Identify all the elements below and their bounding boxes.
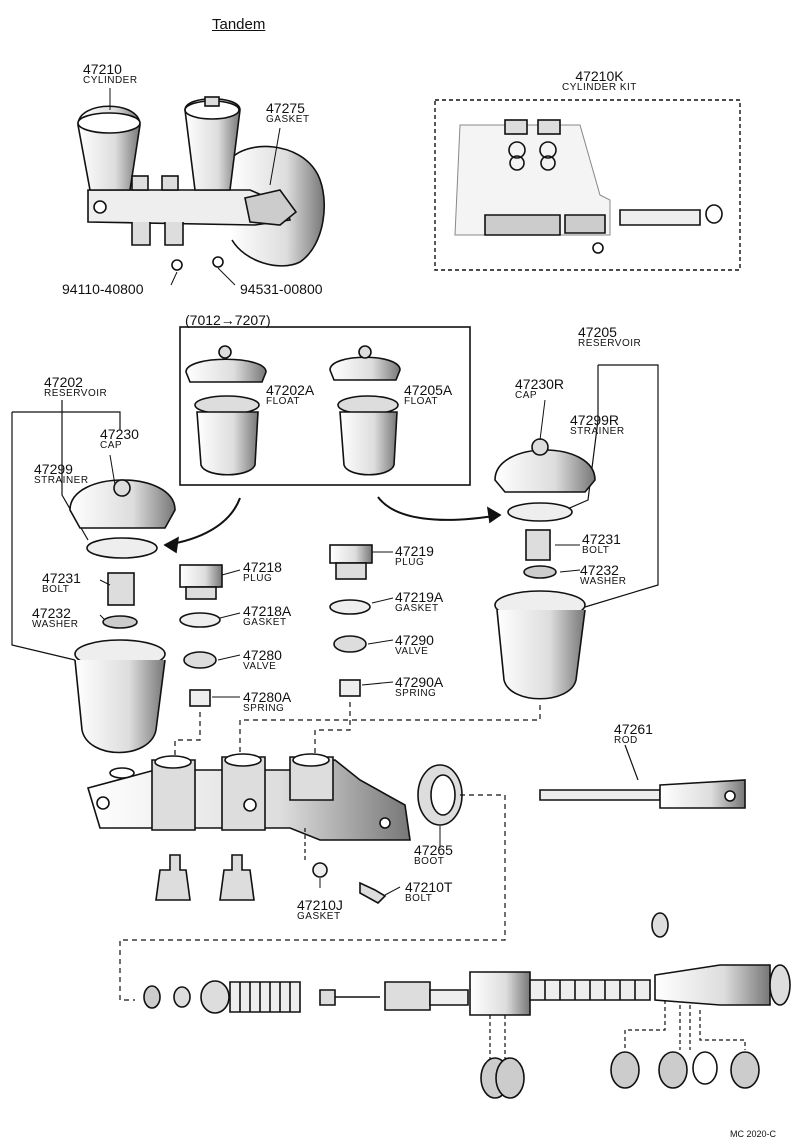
label-94110-40800: 94110-40800 (62, 281, 144, 297)
rod (539, 744, 746, 809)
left-reservoir-parts (11, 400, 176, 754)
float-right (329, 345, 401, 476)
leader-lines (99, 88, 581, 896)
assembled-cylinder (77, 96, 326, 271)
diagram-title: Tandem (212, 16, 266, 33)
float-group-box (179, 326, 471, 486)
boot (119, 764, 506, 1001)
float-group-label: (7012→7207) (185, 312, 271, 328)
float-left (185, 345, 267, 476)
piston-assembly (143, 912, 791, 1099)
right-reservoir-parts (494, 364, 659, 700)
plug-gasket-valve-spring-left (174, 564, 223, 755)
diagram-code: MC 2020-C (730, 1129, 777, 1139)
label-94531-00800: 94531-00800 (240, 281, 323, 297)
cylinder-kit (454, 119, 723, 254)
cylinder-kit-box (434, 99, 741, 271)
plug-gasket-valve-spring-right (239, 544, 541, 755)
master-cylinder-body (86, 753, 411, 904)
